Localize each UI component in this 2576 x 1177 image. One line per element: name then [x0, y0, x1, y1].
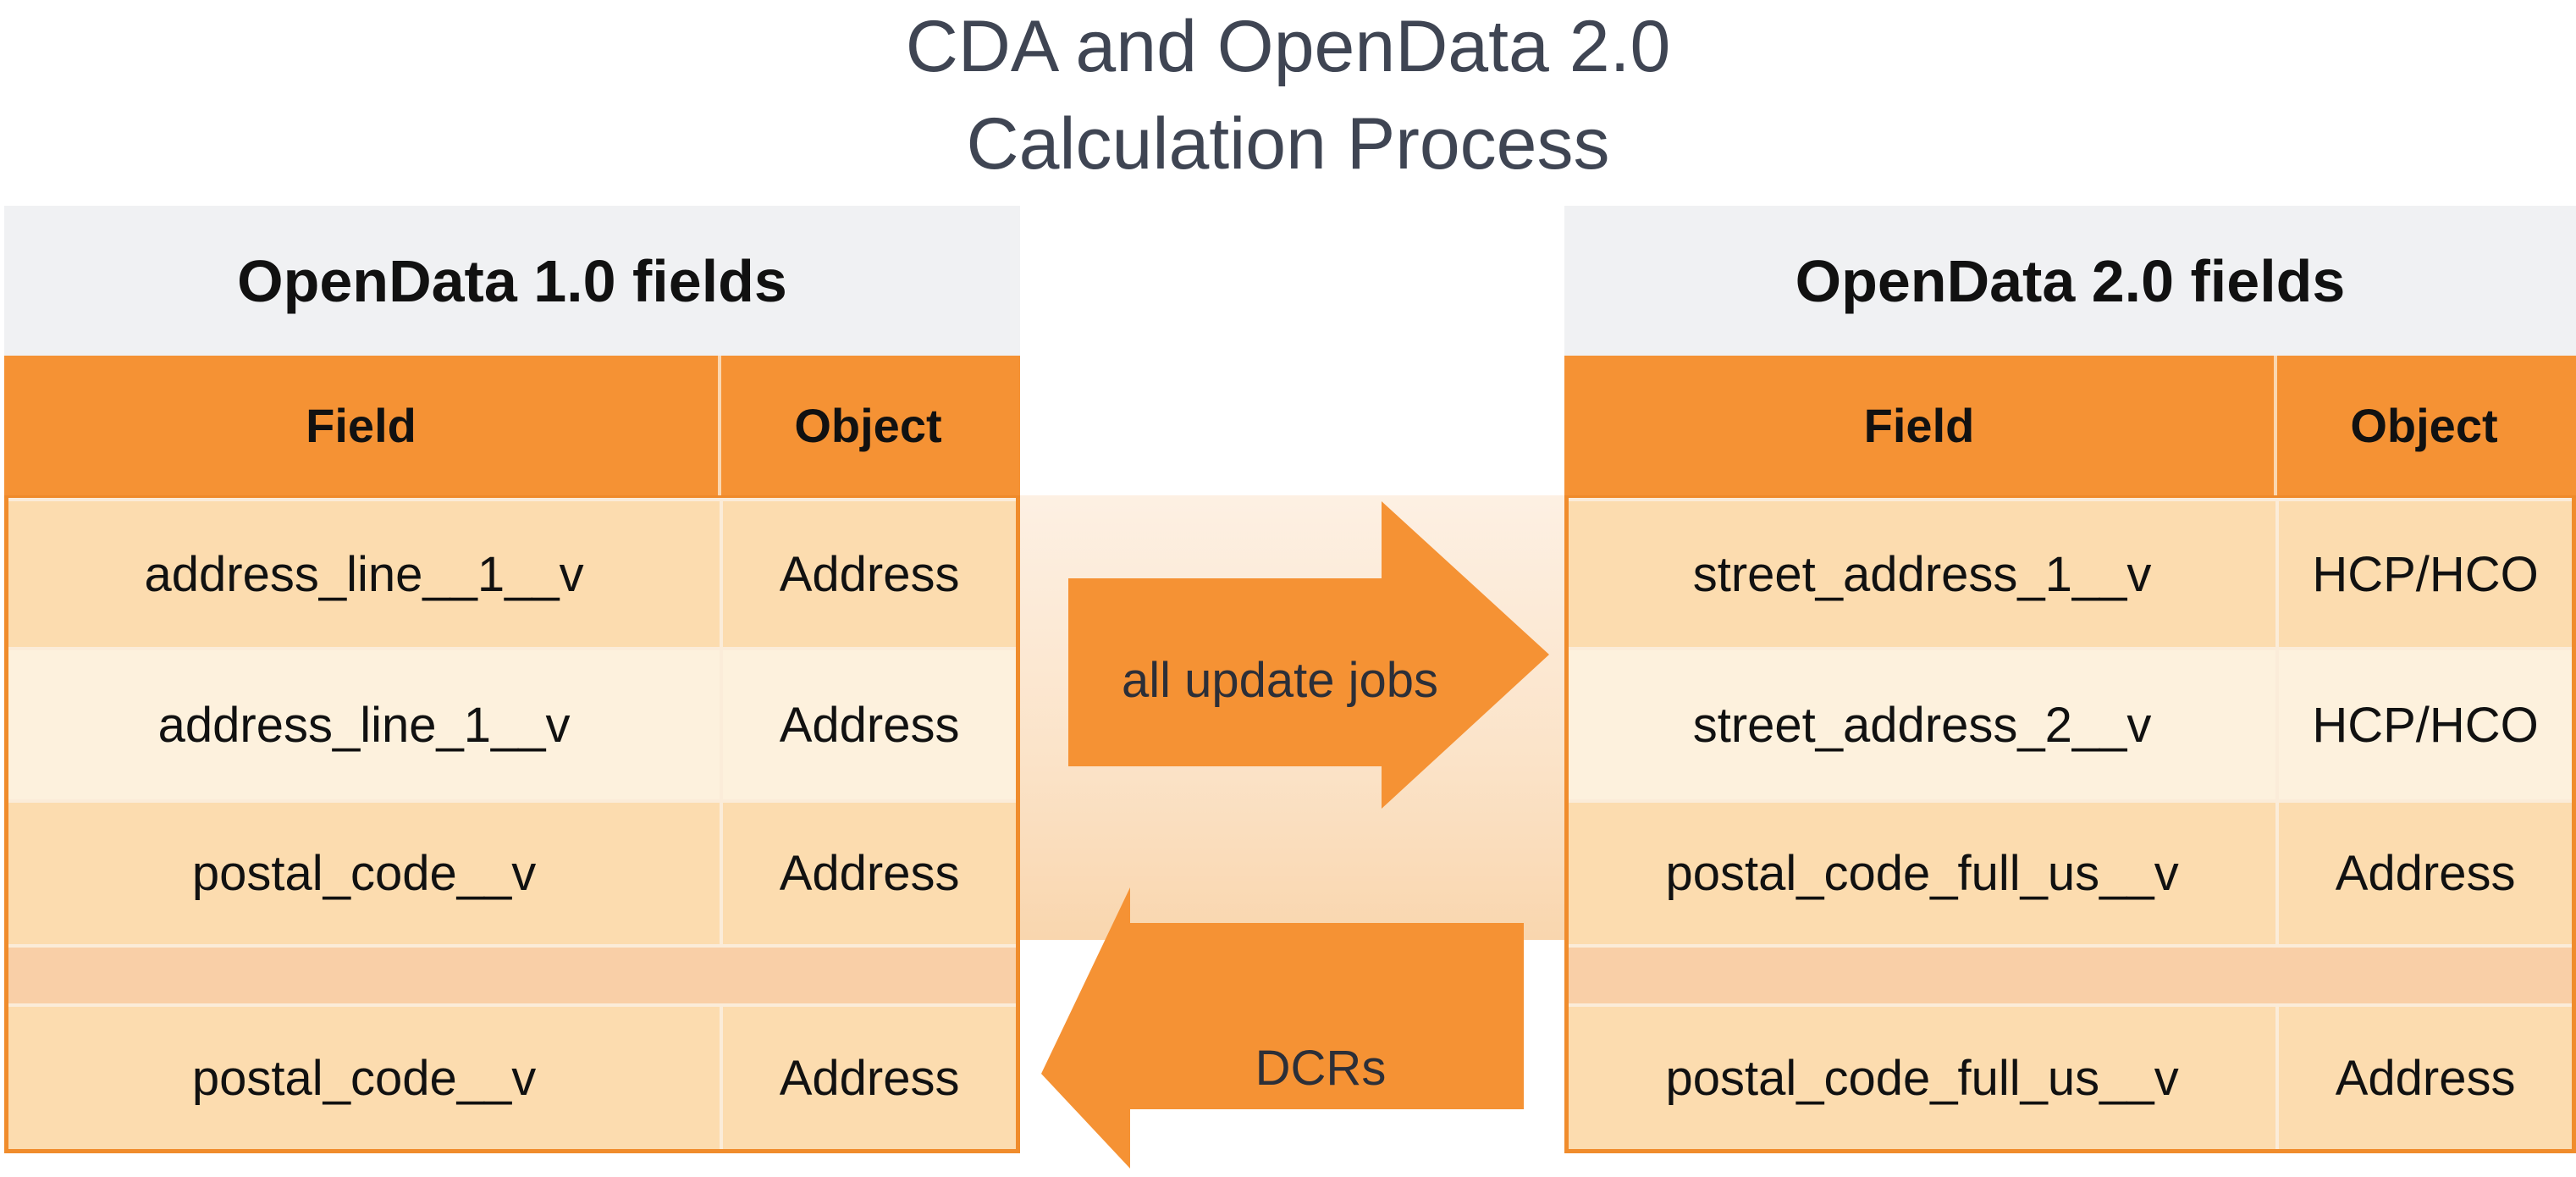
- column-header-field: Field: [1564, 356, 2277, 495]
- field-cell: street_address_2__v: [1569, 650, 2280, 799]
- field-cell: street_address_1__v: [1569, 501, 2280, 647]
- field-cell: postal_code__v: [8, 1007, 724, 1149]
- object-cell: Address: [779, 846, 960, 901]
- update-jobs-label: all update jobs: [1121, 653, 1439, 708]
- table-row: address_line_1__v Address: [8, 647, 1016, 799]
- object-cell: Address: [2335, 846, 2516, 901]
- table-spacer-row: [1569, 944, 2572, 1003]
- column-header-object: Object: [794, 399, 942, 452]
- table-row: street_address_2__v HCP/HCO: [1569, 647, 2572, 799]
- field-cell: postal_code__v: [8, 803, 724, 944]
- object-cell: Address: [779, 1050, 960, 1106]
- object-cell: Address: [779, 697, 960, 753]
- diagram-title-line-1: CDA and OpenData 2.0: [905, 6, 1671, 87]
- opendata-2-table: OpenData 2.0 fields Field Object street_…: [1564, 206, 2576, 1153]
- update-jobs-arrow-shape: [1068, 501, 1549, 809]
- column-header-field: Field: [4, 356, 721, 495]
- table-row: postal_code_full_us__v Address: [1569, 799, 2572, 944]
- table-header-row: Field Object: [1564, 356, 2576, 498]
- field-cell: postal_code_full_us__v: [1569, 1007, 2280, 1149]
- column-header-object: Object: [2350, 399, 2498, 452]
- object-cell: HCP/HCO: [2312, 697, 2539, 753]
- table-title: OpenData 1.0 fields: [4, 206, 1020, 356]
- table-row: postal_code__v Address: [8, 799, 1016, 944]
- object-cell: HCP/HCO: [2312, 546, 2539, 602]
- diagram-title-line-2: Calculation Process: [966, 103, 1610, 185]
- table-row: postal_code__v Address: [8, 1003, 1016, 1149]
- object-cell: Address: [779, 546, 960, 602]
- field-cell: postal_code_full_us__v: [1569, 803, 2280, 944]
- dcrs-label: DCRs: [1255, 1041, 1387, 1096]
- table-title: OpenData 2.0 fields: [1564, 206, 2576, 356]
- field-cell: address_line_1__v: [8, 650, 724, 799]
- field-cell: address_line__1__v: [8, 501, 724, 647]
- table-row: street_address_1__v HCP/HCO: [1569, 498, 2572, 647]
- table-header-row: Field Object: [4, 356, 1020, 498]
- table-row: address_line__1__v Address: [8, 498, 1016, 647]
- object-cell: Address: [2335, 1050, 2516, 1106]
- table-body: address_line__1__v Address address_line_…: [4, 498, 1020, 1153]
- dcr-arrow-shape: [1041, 887, 1524, 1169]
- opendata-1-table: OpenData 1.0 fields Field Object address…: [4, 206, 1020, 1153]
- table-body: street_address_1__v HCP/HCO street_addre…: [1564, 498, 2576, 1153]
- table-spacer-row: [8, 944, 1016, 1003]
- table-row: postal_code_full_us__v Address: [1569, 1003, 2572, 1149]
